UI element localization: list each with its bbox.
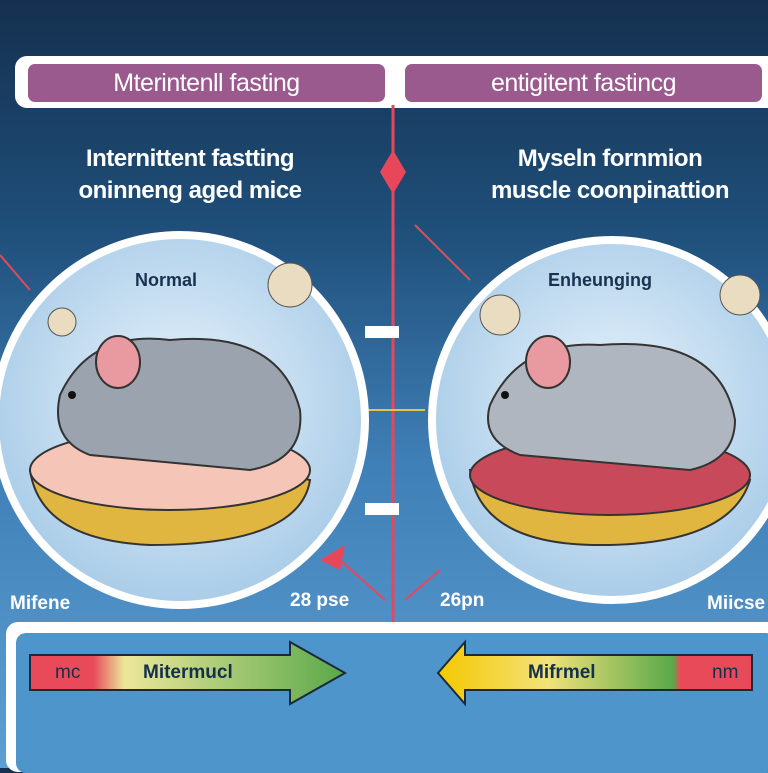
scale-panel-inner — [16, 633, 768, 773]
tab-right-label: entigitent fastincg — [490, 68, 677, 97]
left-heading: Internittent fastting oninneng aged mice — [20, 143, 360, 207]
diamond-marker — [380, 150, 406, 194]
tab-left-label: Mterintenll fasting — [113, 68, 300, 97]
arrow-pointer — [414, 224, 471, 281]
left-age-label: 28 pse — [290, 590, 350, 611]
left-circle-label: Normal — [135, 270, 198, 290]
right-mouse-illustration — [428, 236, 768, 604]
right-side-label: Miicse — [707, 593, 766, 614]
arrow-pointer — [320, 545, 345, 570]
right-age-label: 26pn — [440, 590, 485, 611]
dash-marker — [365, 503, 399, 515]
tab-right[interactable]: entigitent fastincg — [405, 64, 762, 102]
left-mouse-illustration — [0, 231, 369, 609]
tab-left[interactable]: Mterintenll fasting — [28, 64, 385, 102]
right-circle-label: Enheunging — [548, 270, 652, 290]
dash-marker — [365, 326, 399, 338]
right-heading-line1: Myseln fornmion — [517, 145, 703, 172]
right-heading: Myseln fornmion muscle coonpinattion — [440, 143, 768, 207]
left-side-label: Mifene — [10, 593, 71, 614]
arrow-pointer — [0, 254, 31, 291]
left-arrow-label: Mitermucl — [143, 662, 233, 683]
right-arrow-end-label: nm — [712, 662, 739, 683]
right-arrow-label: Mifrmel — [528, 662, 596, 683]
left-heading-line2: oninneng aged mice — [78, 177, 302, 204]
right-heading-line2: muscle coonpinattion — [490, 177, 730, 204]
left-arrow-end-label: mc — [55, 662, 81, 683]
left-heading-line1: Internittent fastting — [85, 145, 295, 172]
